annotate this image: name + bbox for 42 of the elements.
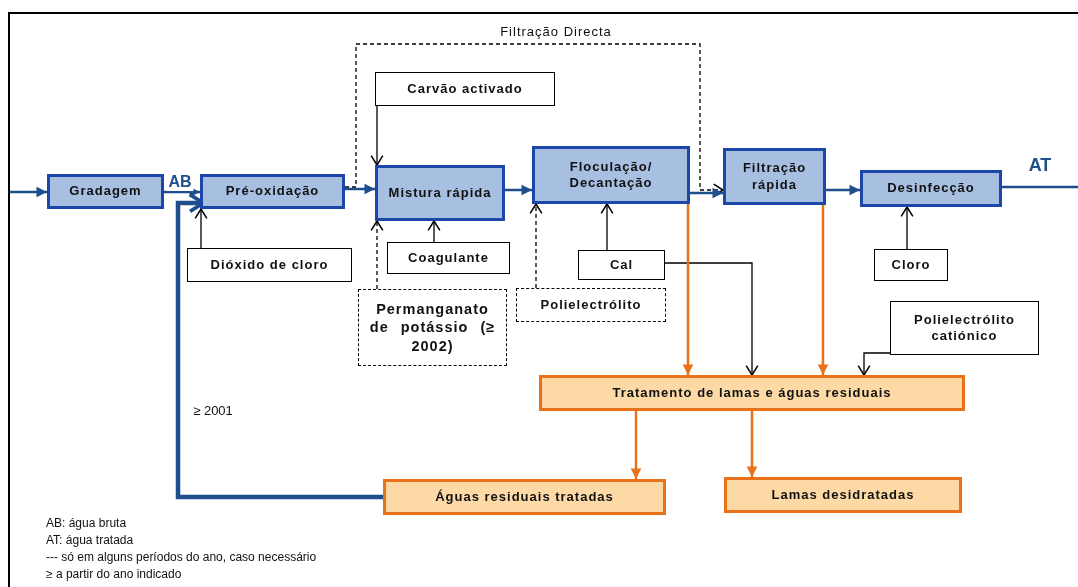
process-box: Floculação/ Decantação: [532, 146, 690, 204]
residue-box: Águas residuais tratadas: [383, 479, 666, 515]
reagent-box: Polielectrólito: [516, 288, 666, 322]
process-box: Filtração rápida: [723, 148, 826, 205]
edge-label: AB: [166, 173, 194, 191]
reagent-box: Carvão activado: [375, 72, 555, 106]
residue-box: Tratamento de lamas e águas residuais: [539, 375, 965, 411]
arrow: [746, 411, 758, 477]
note-text: AT: água tratada: [46, 533, 134, 547]
arrow: [600, 203, 614, 251]
arrow: [10, 186, 47, 198]
arrow: [900, 206, 914, 250]
reagent-box: Cloro: [874, 249, 948, 281]
reagent-box: Permanganato de potássio (≥ 2002): [358, 289, 507, 366]
arrow: [664, 262, 759, 376]
arrow: [194, 208, 208, 249]
arrow: [175, 192, 383, 500]
arrow: [857, 352, 891, 376]
arrow: [682, 204, 694, 375]
arrow: [164, 186, 200, 198]
arrow: [690, 187, 723, 199]
arrow: [427, 220, 441, 243]
arrow: [370, 105, 384, 166]
reagent-box: Dióxido de cloro: [187, 248, 352, 282]
note-text: AB: água bruta: [46, 516, 127, 530]
reagent-box: Coagulante: [387, 242, 510, 274]
reagent-box: Cal: [578, 250, 665, 280]
process-box: Desinfecção: [860, 170, 1002, 207]
arrow: [505, 184, 532, 196]
arrow: [370, 220, 384, 290]
process-box: Gradagem: [47, 174, 164, 209]
process-box: Mistura rápida: [375, 165, 505, 221]
arrow: [630, 411, 642, 479]
arrow: [826, 184, 860, 196]
residue-box: Lamas desidratadas: [724, 477, 962, 513]
arrow: [529, 203, 543, 289]
arrow: [817, 205, 829, 375]
note-text: --- só em alguns períodos do ano, caso necessário: [46, 550, 317, 564]
process-box: Pré-oxidação: [200, 174, 345, 209]
reagent-box: Polielectrólito catiónico: [890, 301, 1039, 355]
note-text: ≥ a partir do ano indicado: [46, 567, 182, 581]
arrow: [345, 183, 375, 195]
